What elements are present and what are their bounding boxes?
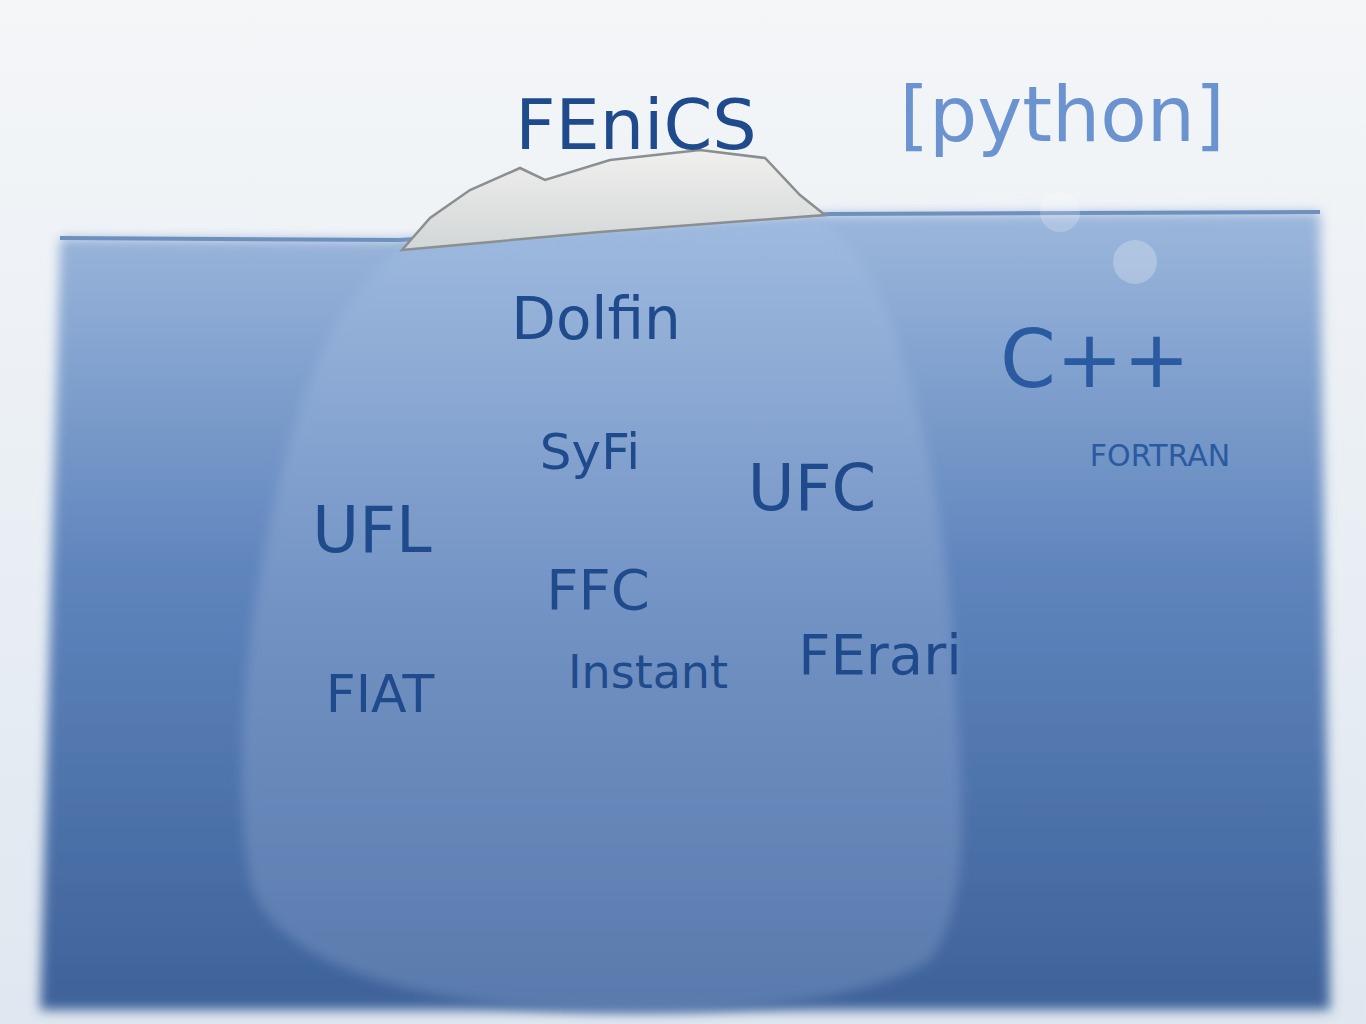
iceberg-underwater — [242, 220, 961, 1012]
label-holder: UFC — [748, 453, 876, 523]
label-holder: Instant — [568, 647, 728, 698]
component-name: FFC — [546, 559, 650, 621]
label-holder: [python] — [899, 73, 1224, 157]
language-label: FORTRAN — [1090, 439, 1230, 472]
component-name: UFL — [312, 495, 431, 565]
label-holder: Dolfin — [511, 288, 681, 352]
label-holder: C++ — [1000, 316, 1190, 404]
component-name: Dolfin — [511, 288, 681, 352]
label-holder: SyFi — [540, 425, 640, 480]
product-title: FEniCS — [515, 87, 757, 164]
component-name: UFC — [748, 453, 876, 523]
label-holder: FErari — [798, 624, 962, 686]
component-name: Instant — [568, 647, 728, 698]
label-holder: FORTRAN — [1090, 439, 1230, 472]
iceberg-tip — [402, 150, 825, 250]
component-name: SyFi — [540, 425, 640, 480]
label-holder: UFL — [312, 495, 431, 565]
light-bubble — [1040, 192, 1080, 232]
light-bubble — [1113, 240, 1157, 284]
label-holder: FIAT — [326, 666, 435, 723]
language-label: [python] — [899, 73, 1224, 157]
label-holder: FEniCS — [515, 87, 757, 164]
language-label: C++ — [1000, 316, 1190, 404]
component-name: FIAT — [326, 666, 435, 723]
label-holder: FFC — [546, 559, 650, 621]
component-name: FErari — [798, 624, 962, 686]
